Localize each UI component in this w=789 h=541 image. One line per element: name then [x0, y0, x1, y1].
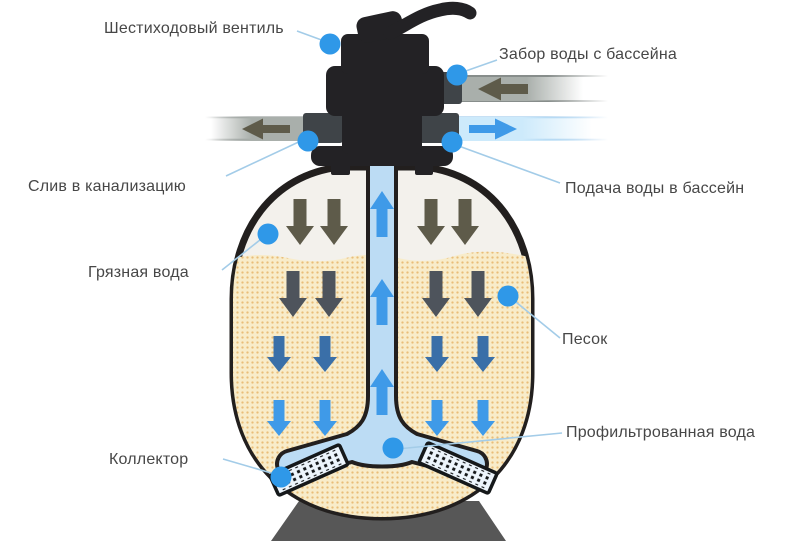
label-sewer-drain: Слив в канализацию	[28, 178, 186, 195]
drain-pipe	[205, 116, 313, 141]
label-sand: Песок	[562, 331, 608, 348]
leader-supply	[455, 144, 561, 184]
leader-drain	[225, 138, 306, 177]
marker-dot-valve	[319, 33, 341, 55]
label-six-way-valve: Шестиходовый вентиль	[104, 20, 284, 37]
marker-dot-drain	[297, 130, 319, 152]
marker-dot-collector	[270, 466, 292, 488]
leader-dirty-water	[221, 235, 266, 271]
intake-pipe	[458, 75, 608, 102]
label-pool-intake: Забор воды с бассейна	[499, 46, 678, 63]
drain-flow-arrow-icon	[242, 118, 290, 140]
label-pool-supply: Подача воды в бассейн	[565, 180, 745, 197]
intake-flow-arrow-icon	[478, 77, 528, 101]
label-dirty-water: Грязная вода	[88, 264, 189, 281]
supply-pipe	[452, 116, 608, 141]
marker-dot-intake	[446, 64, 468, 86]
marker-dot-dirty-water	[257, 223, 279, 245]
marker-dot-filtered-water	[382, 437, 404, 459]
leader-sand	[510, 297, 561, 339]
valve-body	[326, 66, 444, 116]
leader-collector	[222, 458, 279, 476]
six-way-valve	[303, 1, 477, 175]
supply-flow-arrow-icon	[469, 118, 517, 140]
label-collector: Коллектор	[109, 451, 189, 468]
marker-dot-sand	[497, 285, 519, 307]
marker-dots	[257, 33, 519, 488]
leader-filtered-water	[396, 432, 563, 450]
collector-strainer-right	[417, 441, 499, 495]
valve-handle-lever	[383, 1, 477, 40]
label-filtered-water: Профильтрованная вода	[566, 424, 756, 441]
marker-dot-supply	[441, 131, 463, 153]
